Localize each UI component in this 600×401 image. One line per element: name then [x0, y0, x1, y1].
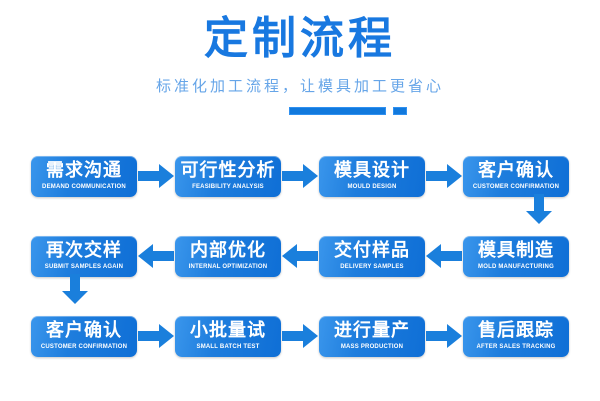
- flow-node-demand-communication[interactable]: 需求沟通 DEMAND COMMUNICATION: [31, 155, 137, 197]
- flow-node-title: 需求沟通: [46, 160, 122, 181]
- flow-node-customer-confirmation-2[interactable]: 客户确认 CUSTOMER CONFIRMATION: [31, 315, 137, 357]
- flow-node-subtitle: DELIVERY SAMPLES: [340, 264, 404, 270]
- arrow-down-icon: [62, 274, 88, 304]
- arrow-left-icon: [425, 243, 463, 269]
- arrow-left-icon: [137, 243, 175, 269]
- arrow-right-icon: [137, 163, 175, 189]
- divider-bar: [289, 107, 386, 115]
- flow-node-title: 售后跟踪: [478, 320, 554, 341]
- flow-node-title: 交付样品: [334, 240, 410, 261]
- flow-node-subtitle: CUSTOMER CONFIRMATION: [472, 184, 560, 190]
- page-subtitle: 标准化加工流程，让模具加工更省心: [155, 77, 444, 95]
- flow-row-1: 需求沟通 DEMAND COMMUNICATION 可行性分析 FEASIBIL…: [0, 152, 600, 224]
- flow-node-internal-optimization[interactable]: 内部优化 INTERNAL OPTIMIZATION: [175, 235, 281, 277]
- flow-node-subtitle: INTERNAL OPTIMIZATION: [188, 264, 268, 270]
- process-flow: 需求沟通 DEMAND COMMUNICATION 可行性分析 FEASIBIL…: [0, 152, 600, 360]
- flow-node-feasibility-analysis[interactable]: 可行性分析 FEASIBILITY ANALYSIS: [175, 155, 281, 197]
- flow-node-mould-design[interactable]: 模具设计 MOULD DESIGN: [319, 155, 425, 197]
- flow-node-subtitle: MOULD DESIGN: [347, 184, 397, 190]
- flow-node-subtitle: SUBMIT SAMPLES AGAIN: [44, 264, 124, 270]
- arrow-left-icon: [281, 243, 319, 269]
- flow-node-title: 小批量试: [190, 320, 266, 341]
- flow-node-submit-samples-again[interactable]: 再次交样 SUBMIT SAMPLES AGAIN: [31, 235, 137, 277]
- flow-node-subtitle: FEASIBILITY ANALYSIS: [192, 184, 264, 190]
- page-title: 定制流程: [204, 13, 396, 64]
- arrow-right-icon: [281, 163, 319, 189]
- flow-node-title: 内部优化: [190, 240, 266, 261]
- flow-node-title: 客户确认: [478, 160, 554, 181]
- flow-node-subtitle: SMALL BATCH TEST: [196, 344, 260, 350]
- flow-node-subtitle: AFTER SALES TRACKING: [476, 344, 556, 350]
- flow-node-subtitle: MASS PRODUCTION: [340, 344, 404, 350]
- arrow-right-icon: [425, 323, 463, 349]
- flow-node-mass-production[interactable]: 进行量产 MASS PRODUCTION: [319, 315, 425, 357]
- arrow-right-icon: [425, 163, 463, 189]
- flow-node-title: 模具设计: [334, 160, 410, 181]
- flow-node-small-batch-test[interactable]: 小批量试 SMALL BATCH TEST: [175, 315, 281, 357]
- flow-node-title: 进行量产: [334, 320, 410, 341]
- flow-node-after-sales-tracking[interactable]: 售后跟踪 AFTER SALES TRACKING: [463, 315, 569, 357]
- flow-row-3: 客户确认 CUSTOMER CONFIRMATION 小批量试 SMALL BA…: [0, 312, 600, 360]
- flow-node-subtitle: MOLD MANUFACTURING: [478, 264, 554, 270]
- header-divider: [0, 107, 600, 115]
- flow-node-customer-confirmation-1[interactable]: 客户确认 CUSTOMER CONFIRMATION: [463, 155, 569, 197]
- flow-node-subtitle: DEMAND COMMUNICATION: [42, 184, 126, 190]
- arrow-right-icon: [281, 323, 319, 349]
- flow-node-title: 可行性分析: [180, 160, 276, 181]
- flow-row-2: 再次交样 SUBMIT SAMPLES AGAIN 内部优化 INTERNAL …: [0, 232, 600, 304]
- flow-node-mold-manufacturing[interactable]: 模具制造 MOLD MANUFACTURING: [463, 235, 569, 277]
- flow-node-delivery-samples[interactable]: 交付样品 DELIVERY SAMPLES: [319, 235, 425, 277]
- flow-node-title: 再次交样: [46, 240, 122, 261]
- arrow-right-icon: [137, 323, 175, 349]
- flow-node-title: 客户确认: [46, 320, 122, 341]
- arrow-down-icon: [526, 194, 552, 224]
- divider-square: [393, 107, 407, 115]
- flow-node-subtitle: CUSTOMER CONFIRMATION: [40, 344, 128, 350]
- flow-node-title: 模具制造: [478, 240, 554, 261]
- page-header: 定制流程 标准化加工流程，让模具加工更省心: [0, 0, 600, 115]
